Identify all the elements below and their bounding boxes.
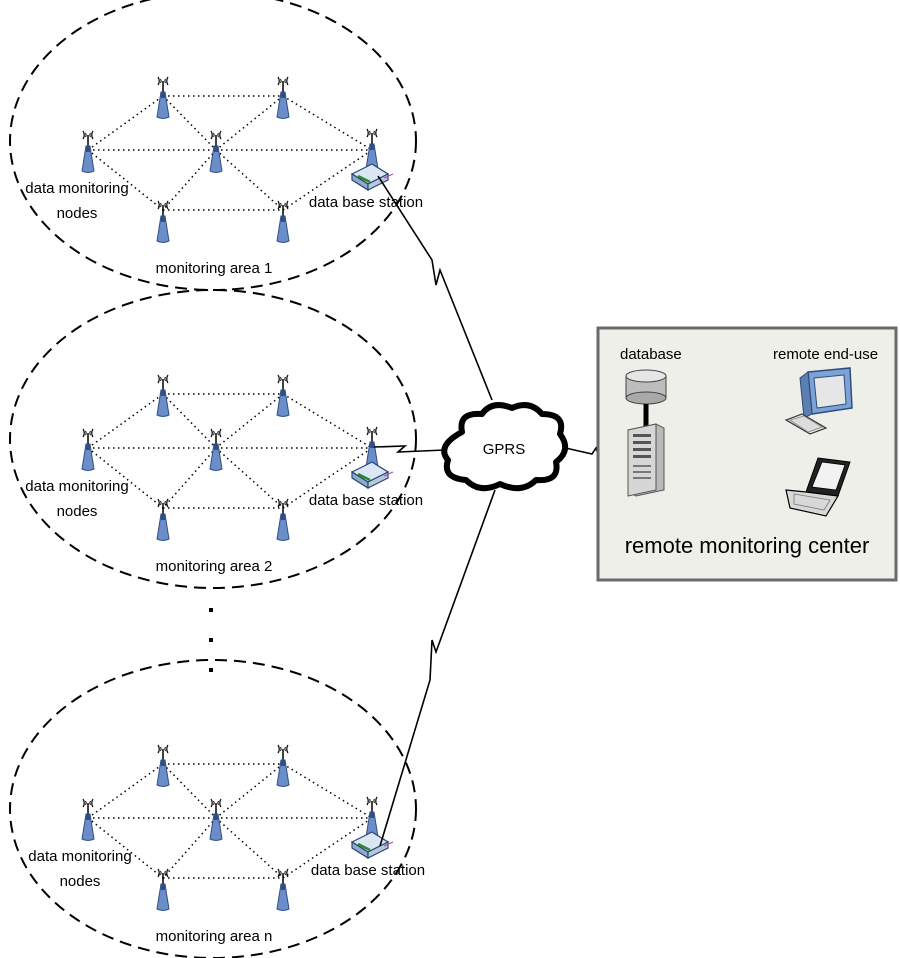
continuation-dots bbox=[209, 608, 213, 672]
desktop-monitor-icon bbox=[799, 367, 853, 419]
nodes-label-line2: nodes bbox=[57, 205, 98, 222]
nodes-label-line2: nodes bbox=[57, 503, 98, 520]
nodes-label-line1: data monitoring bbox=[25, 180, 128, 197]
gprs-label: GPRS bbox=[483, 441, 526, 458]
monitoring-area-1: data monitoring nodes data base station … bbox=[9, 0, 423, 291]
sensor-node-icon bbox=[156, 200, 170, 244]
area-2-ellipse-and-mesh bbox=[9, 289, 417, 589]
base-station-router-icon bbox=[350, 162, 395, 192]
laptop-icon bbox=[785, 457, 851, 517]
sensor-node-icon bbox=[156, 868, 170, 912]
sensor-node-icon bbox=[276, 76, 290, 120]
keyboard-icon bbox=[784, 413, 828, 435]
sensor-node-icon bbox=[209, 798, 223, 842]
area-n-ellipse-and-mesh bbox=[9, 659, 417, 958]
sensor-node-icon bbox=[209, 130, 223, 174]
end-user-label: remote end-use bbox=[773, 346, 878, 363]
base-station-label: data base station bbox=[311, 862, 425, 879]
link-arean-to-gprs bbox=[379, 489, 496, 847]
nodes-label-line2: nodes bbox=[60, 873, 101, 890]
sensor-node-icon bbox=[276, 868, 290, 912]
sensor-node-icon bbox=[276, 744, 290, 788]
base-station-label: data base station bbox=[309, 492, 423, 509]
sensor-node-icon bbox=[81, 130, 95, 174]
monitoring-area-n: data monitoring nodes data base station … bbox=[9, 659, 425, 958]
base-station-router-icon bbox=[350, 460, 395, 490]
base-station-router-icon bbox=[350, 830, 395, 860]
link-area1-to-gprs bbox=[377, 175, 493, 401]
database-label: database bbox=[620, 346, 682, 363]
area-title: monitoring area 1 bbox=[156, 260, 273, 277]
server-tower-icon bbox=[627, 423, 665, 497]
sensor-node-icon bbox=[81, 428, 95, 472]
sensor-node-icon bbox=[156, 744, 170, 788]
remote-monitoring-center: database remote end-use bbox=[596, 326, 898, 582]
sensor-node-icon bbox=[156, 498, 170, 542]
link-area2-to-gprs bbox=[373, 445, 446, 453]
nodes-label-line1: data monitoring bbox=[28, 848, 131, 865]
area-1-ellipse-and-mesh bbox=[9, 0, 417, 291]
center-title: remote monitoring center bbox=[625, 533, 870, 558]
monitoring-area-2: data monitoring nodes data base station … bbox=[9, 289, 423, 589]
sensor-node-icon bbox=[156, 374, 170, 418]
sensor-node-icon bbox=[276, 200, 290, 244]
sensor-node-icon bbox=[156, 76, 170, 120]
sensor-node-icon bbox=[276, 374, 290, 418]
area-title: monitoring area 2 bbox=[156, 558, 273, 575]
gprs-cloud-icon: GPRS bbox=[441, 402, 569, 492]
base-station-label: data base station bbox=[309, 194, 423, 211]
nodes-label-line1: data monitoring bbox=[25, 478, 128, 495]
sensor-node-icon bbox=[276, 498, 290, 542]
sensor-node-icon bbox=[81, 798, 95, 842]
database-cylinder-icon bbox=[625, 369, 667, 428]
area-title: monitoring area n bbox=[156, 928, 273, 945]
sensor-node-icon bbox=[209, 428, 223, 472]
